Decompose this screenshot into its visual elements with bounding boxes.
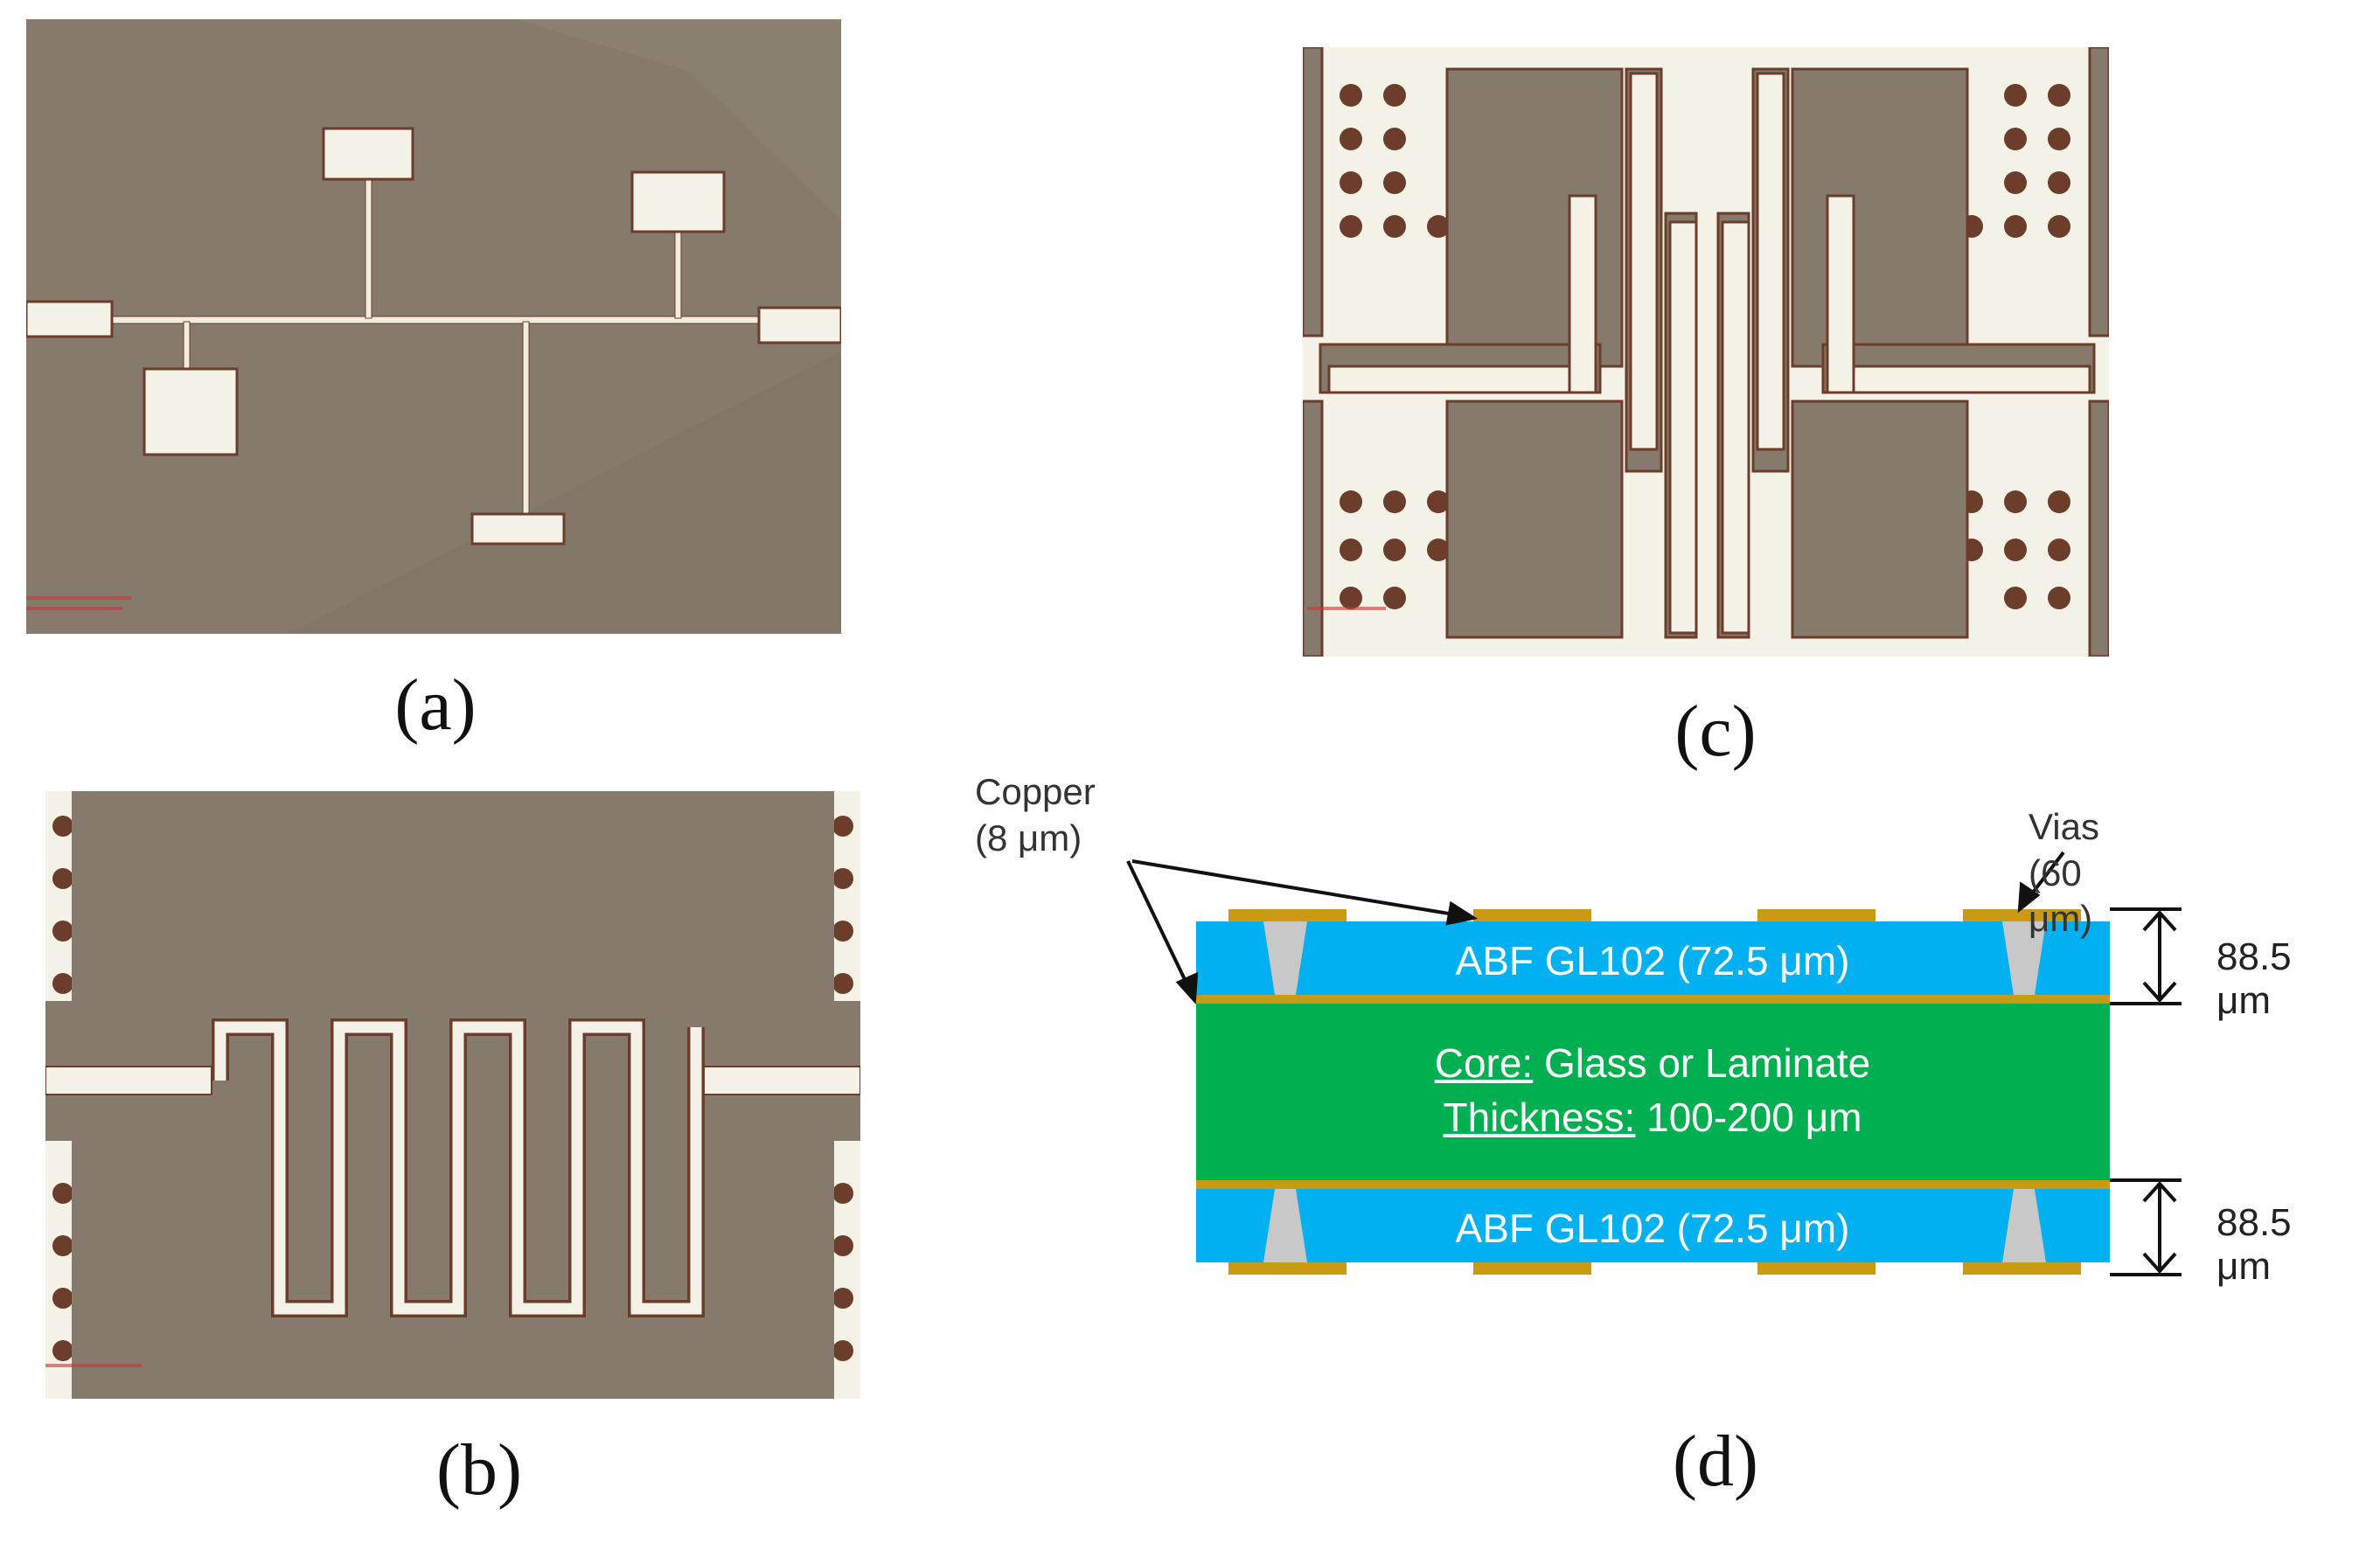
- panel-d-caption: (d): [1673, 1421, 1758, 1502]
- top-dimension-label: 88.5 μm: [2216, 935, 2292, 1022]
- top-via-left: [1263, 921, 1307, 995]
- top-copper-pads: [1228, 909, 2081, 921]
- bottom-abf-label: ABF GL102 (72.5 μm): [1455, 1206, 1850, 1251]
- core-label: Core: Glass or Laminate Thickness: 100-2…: [1351, 1036, 1954, 1144]
- bottom-dimension-arrow: [2110, 1178, 2182, 1276]
- bottom-copper-pads: [1228, 1262, 2081, 1275]
- vias-label: Vias (60 μm): [2029, 806, 2099, 939]
- panel-b-caption: (b): [436, 1429, 522, 1511]
- top-abf-label: ABF GL102 (72.5 μm): [1455, 938, 1850, 983]
- bottom-dimension-label: 88.5 μm: [2216, 1201, 2292, 1288]
- panel-b-photo: [45, 791, 860, 1399]
- inner-copper-top: [1196, 995, 2110, 1004]
- panel-a-photo: [26, 19, 841, 634]
- panel-c-caption: (c): [1674, 691, 1757, 772]
- thickness-value: 100-200 μm: [1635, 1095, 1862, 1141]
- bottom-via-left: [1263, 1189, 1307, 1262]
- panel-a-caption: (a): [394, 664, 477, 746]
- core-value: Glass or Laminate: [1533, 1040, 1871, 1086]
- thickness-line: Thickness: 100-200 μm: [1351, 1090, 1954, 1144]
- copper-label: Copper (8 μm): [975, 771, 1096, 858]
- top-dimension-arrow: [2110, 907, 2182, 1005]
- thickness-prefix: Thickness:: [1443, 1095, 1636, 1141]
- panel-c-photo: [1303, 47, 2109, 657]
- bottom-via-right: [2002, 1189, 2046, 1262]
- inner-copper-bottom: [1196, 1180, 2110, 1189]
- core-prefix: Core:: [1434, 1040, 1534, 1086]
- core-line: Core: Glass or Laminate: [1351, 1036, 1954, 1090]
